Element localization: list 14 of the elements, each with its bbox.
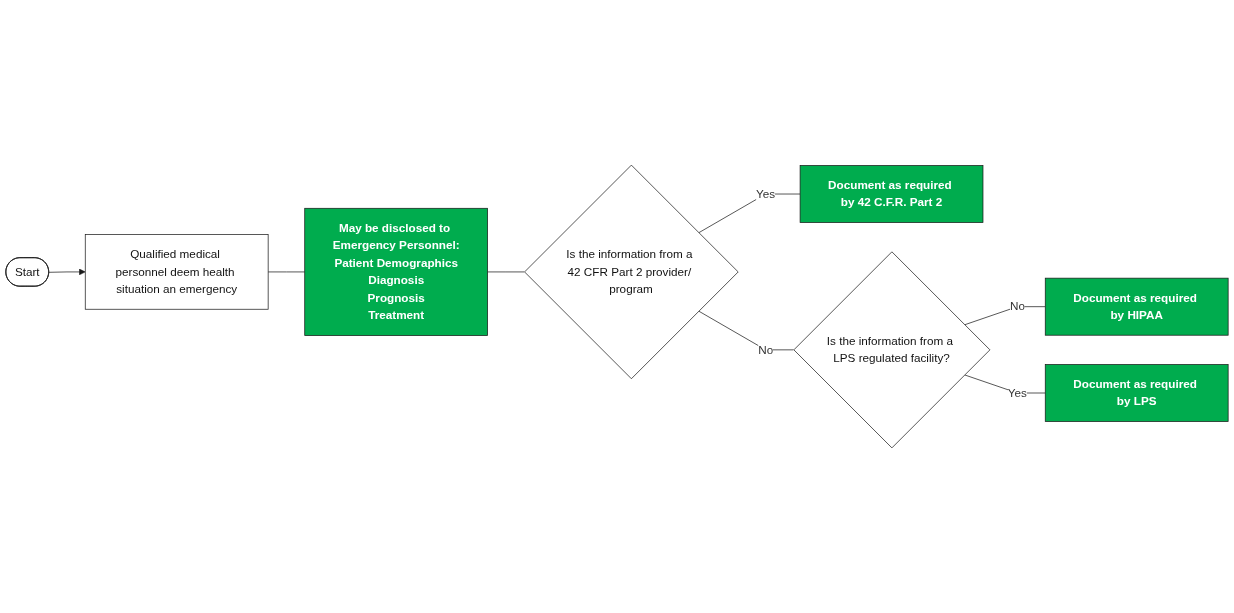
- node-box: May be disclosed to Emergency Personnel: Patient Demographics Diagnosis Prognosis Treatment: [304, 207, 488, 336]
- node-diamond: Is the information from a 42 CFR Part 2 provider/ program: [524, 164, 739, 380]
- node-diamond: Is the information from a LPS regulated facility?: [793, 251, 991, 449]
- edge-label: Yes: [756, 187, 776, 200]
- node-box: Document as required by LPS: [1044, 364, 1229, 422]
- node-box: Qualified medical personnel deem health situation an emergency: [84, 234, 269, 310]
- connector: [964, 306, 1046, 326]
- connector: [267, 271, 306, 273]
- edge-label: Yes: [1007, 386, 1027, 399]
- node-box: Document as required by HIPAA: [1044, 277, 1229, 336]
- edge-label: No: [1009, 300, 1025, 313]
- edge-label: No: [758, 343, 774, 356]
- node-box: Document as required by 42 C.F.R. Part 2: [799, 165, 984, 223]
- connector: [487, 271, 525, 273]
